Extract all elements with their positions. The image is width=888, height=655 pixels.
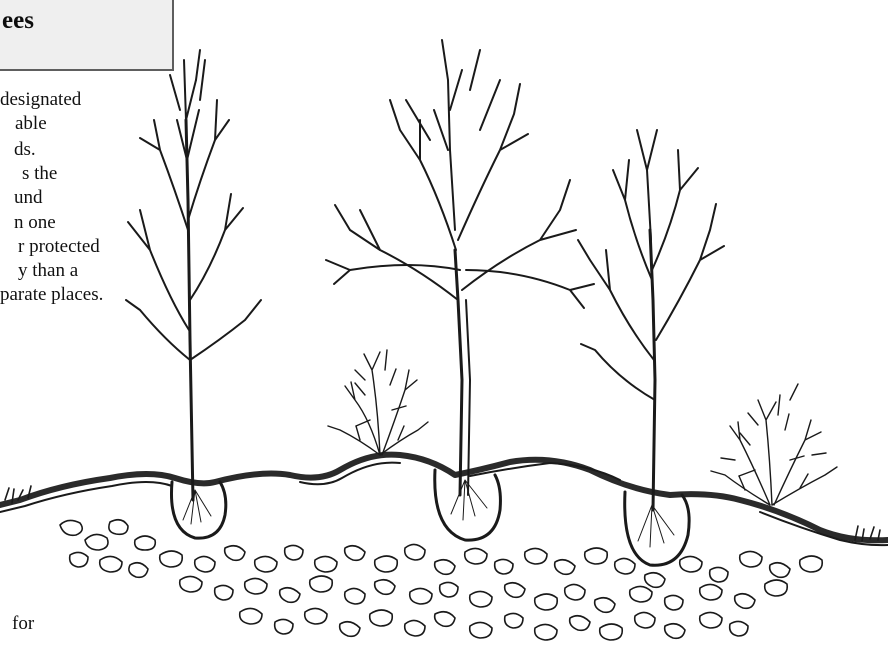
tree-left xyxy=(126,50,261,500)
body-line: able xyxy=(15,112,47,136)
ground-surface xyxy=(0,455,888,546)
body-line: designated xyxy=(0,88,81,112)
roots xyxy=(183,480,674,547)
tree-right xyxy=(578,130,724,510)
body-line: r protected xyxy=(18,235,100,259)
section-title: ees xyxy=(2,6,34,36)
body-line: n one xyxy=(14,211,56,235)
shrub-left xyxy=(328,350,428,455)
section-title-box: ees xyxy=(0,0,174,71)
body-line: y than a xyxy=(18,259,78,283)
stone-layer xyxy=(60,520,822,640)
body-line: s the xyxy=(22,162,57,186)
tree-center xyxy=(326,40,594,495)
planting-pits xyxy=(171,470,689,565)
shrub-right xyxy=(711,384,837,505)
footer-text-fragment: for xyxy=(12,612,34,636)
body-line: und xyxy=(14,186,43,210)
body-line: parate places. xyxy=(0,283,103,307)
body-line: ds. xyxy=(14,138,36,162)
